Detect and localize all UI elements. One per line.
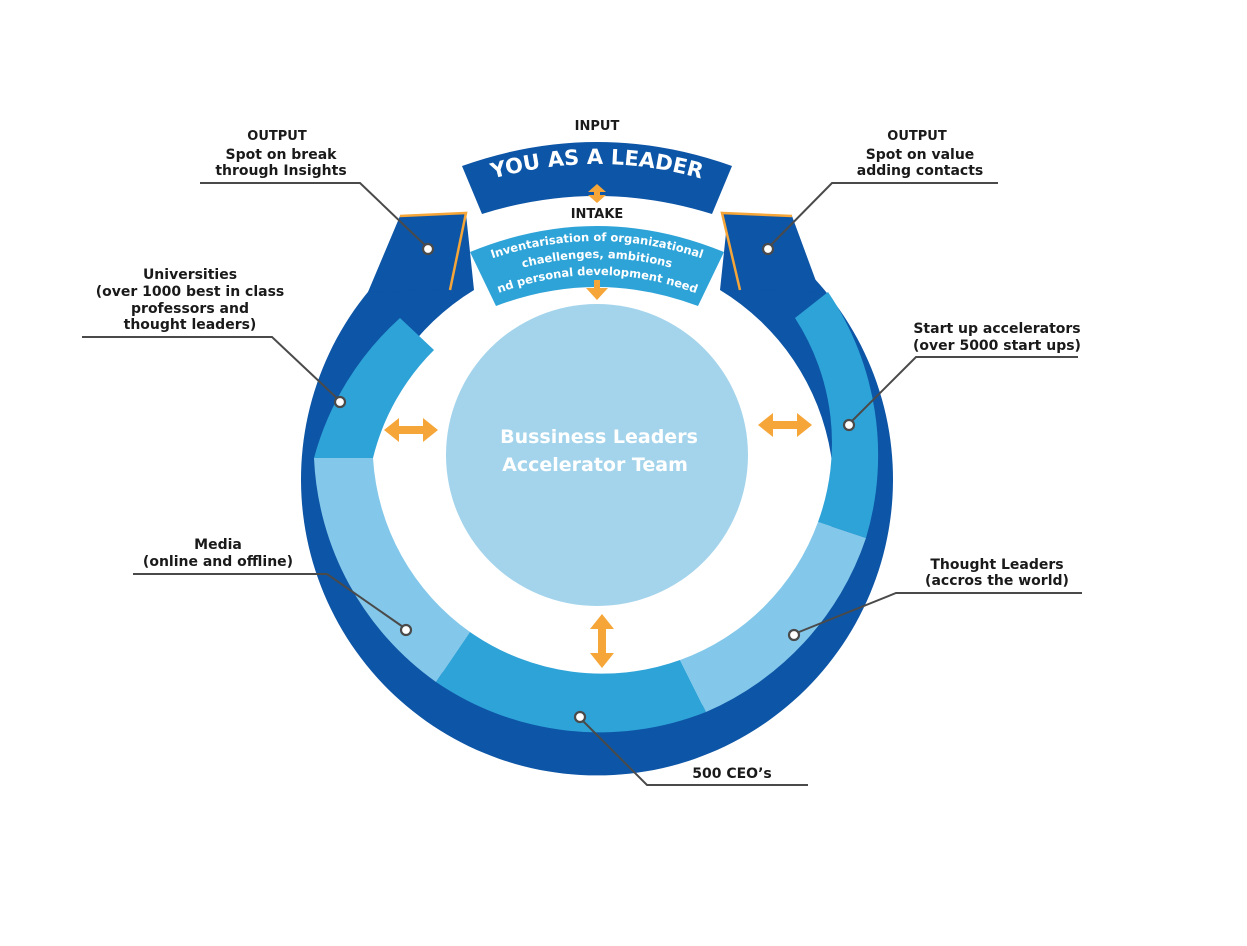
leader-line-media [133,573,407,630]
center-circle [446,304,748,606]
double-arrow-right [758,413,812,437]
label-startups: Start up accelerators (over 5000 start u… [913,321,1081,354]
label-output-right-line2: adding contacts [857,163,984,179]
label-universities-line1: Universities [143,267,237,283]
segment-universities [314,318,434,458]
label-startups-line2: (over 5000 start ups) [913,338,1081,354]
leader-line-startups [848,356,1078,425]
label-media: Media (online and offline) [143,537,293,570]
callout-dot-media [399,623,413,637]
callout-dot-thought-leaders [787,628,801,642]
callout-dot-ceos [573,710,587,724]
center-title-line1: Bussiness Leaders [500,426,698,448]
label-output-left-line2: through Insights [215,163,346,179]
label-output-left-heading: OUTPUT [247,129,307,144]
label-thought-leaders-line1: Thought Leaders [930,557,1063,573]
callout-dot-output-left [421,242,435,256]
leader-banner [462,142,732,214]
segment-startups [795,292,879,538]
label-thought-leaders: Thought Leaders (accros the world) [925,557,1069,589]
double-arrow-bottom [590,614,614,668]
input-label: INPUT [575,119,620,134]
label-thought-leaders-line2: (accros the world) [925,573,1069,589]
leader-line-ceos [579,717,808,786]
label-universities: Universities (over 1000 best in class pr… [96,267,285,333]
output-arrowhead-left [368,213,466,292]
label-universities-line3: professors and [131,301,249,317]
double-arrow-left [384,418,438,442]
center-title-line2: Accelerator Team [502,454,688,476]
leader-line-universities [82,336,341,402]
arrow-intake-to-center [586,280,608,300]
label-media-line1: Media [194,537,242,553]
label-output-left-line1: Spot on break [226,147,338,163]
intake-banner [470,226,724,306]
label-output-right: OUTPUT Spot on value adding contacts [857,129,984,179]
label-ceos-line1: 500 CEO’s [692,766,772,782]
label-startups-line1: Start up accelerators [913,321,1080,337]
callout-dot-output-right [761,242,775,256]
arrow-banner-to-intake [588,184,606,203]
segment-media [314,458,470,682]
leader-line-output-left [200,182,429,249]
leader-line-output-right [767,182,998,249]
label-output-left: OUTPUT Spot on break through Insights [215,129,346,179]
label-media-line2: (online and offline) [143,554,293,570]
label-output-right-line1: Spot on value [866,147,975,163]
segment-ceos [436,632,706,733]
label-output-right-heading: OUTPUT [887,129,947,144]
segment-thought-leaders [680,522,866,712]
label-universities-line2: (over 1000 best in class [96,284,285,300]
output-arrow-accent-right [720,211,793,291]
output-arrow-accent-left [399,211,468,291]
callout-dot-universities [333,395,347,409]
label-universities-line4: thought leaders) [124,317,257,333]
callout-dot-startups [842,418,856,432]
leader-line-thought-leaders [793,592,1082,635]
label-ceos: 500 CEO’s [692,766,772,782]
intake-label: INTAKE [571,207,624,222]
